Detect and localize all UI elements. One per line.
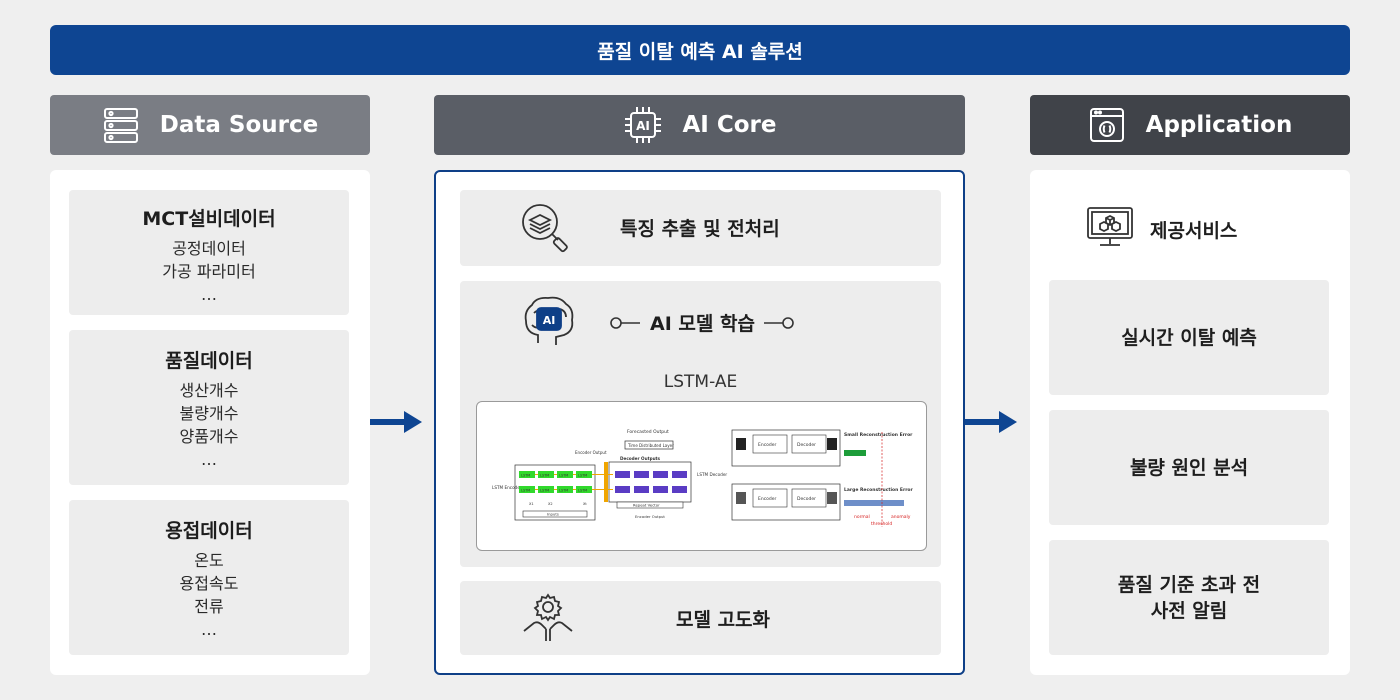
defect-analysis-box: 불량 원인 분석 (1049, 410, 1329, 525)
welding-data-line: 용접속도 (179, 574, 239, 593)
welding-data-box: 용접데이터 온도 용접속도 전류 … (69, 500, 349, 655)
quality-data-line: 불량개수 (179, 404, 239, 423)
server-icon (102, 106, 140, 144)
decoder-cells (615, 471, 687, 493)
pre-alert-label-line2: 사전 알림 (1150, 599, 1228, 622)
defect-analysis-label: 불량 원인 분석 (1129, 456, 1249, 479)
lstm-decoder-text: LSTM Decoder (697, 472, 727, 477)
svg-text:LSTM: LSTM (540, 474, 549, 478)
data-source-title: Data Source (159, 112, 319, 138)
encoder-output-text: Encoder Output (575, 450, 607, 455)
quality-data-line: 생산개수 (179, 381, 239, 400)
flow-arrow-right-icon (370, 411, 422, 433)
svg-text:LSTM: LSTM (559, 474, 568, 478)
welding-data-line: 온도 (194, 551, 224, 570)
repeat-vector-text: Repeat Vector (633, 503, 660, 508)
layers-search-icon (518, 200, 574, 260)
small-error-text: Small Reconstruction Error (844, 432, 913, 438)
mct-data-line: 공정데이터 (172, 239, 246, 258)
pre-alert-label-line1: 품질 기준 초과 전 (1117, 573, 1261, 596)
normal-text: normal (854, 514, 870, 520)
ai-core-title: AI Core (682, 112, 777, 138)
data-source-header: Data Source (50, 95, 370, 155)
quality-data-line: 양품개수 (179, 427, 239, 446)
time-distributed-text: Time Distributed Layer (627, 443, 674, 448)
model-advance-label: 모델 고도화 (676, 609, 771, 631)
svg-text:LSTM: LSTM (578, 474, 587, 478)
svg-text:LSTM: LSTM (559, 489, 568, 493)
svg-text:X2: X2 (548, 502, 553, 506)
model-training-label: AI 모델 학습 (650, 313, 755, 335)
brain-badge-text: AI (543, 314, 556, 327)
lstm-ae-diagram: Forecasted Output Time Distributed Layer… (476, 401, 927, 551)
flow-arrow-right-icon (965, 411, 1017, 433)
application-title: Application (1145, 112, 1293, 138)
welding-data-line: … (201, 620, 217, 639)
svg-text:Xt: Xt (583, 502, 587, 506)
decoder-outputs-text: Decoder Outputs (620, 456, 661, 461)
mct-data-line: 가공 파라미터 (162, 262, 256, 281)
solution-banner: 품질 이탈 예측 AI 솔루션 (50, 25, 1350, 75)
gear-hands-icon (520, 591, 576, 649)
model-training-box: AI AI 모델 학습 LSTM-AE Forecasted Output Ti… (460, 281, 941, 567)
large-error-text: Large Reconstruction Error (844, 487, 914, 493)
realtime-prediction-box: 실시간 이탈 예측 (1049, 280, 1329, 395)
model-advance-box: 모델 고도화 (460, 581, 941, 655)
svg-text:LSTM: LSTM (521, 489, 530, 493)
chip-badge-text: AI (636, 119, 650, 133)
ai-core-panel: 특징 추출 및 전처리 AI AI 모델 학습 LSTM-AE Forecast… (434, 170, 965, 675)
realtime-prediction-label: 실시간 이탈 예측 (1121, 326, 1257, 349)
ai-chip-icon: AI (623, 105, 663, 145)
mct-data-line: … (201, 285, 217, 304)
data-source-panel: MCT설비데이터 공정데이터 가공 파라미터 … 품질데이터 생산개수 불량개수… (50, 170, 370, 675)
svg-text:X1: X1 (529, 502, 534, 506)
encoder-output-bottom-text: Encoder Output (635, 514, 665, 519)
app-window-icon (1088, 106, 1126, 144)
svg-text:LSTM: LSTM (578, 489, 587, 493)
svg-text:LSTM: LSTM (540, 489, 549, 493)
anomaly-text: anomaly (891, 514, 911, 520)
pre-alert-box: 품질 기준 초과 전 사전 알림 (1049, 540, 1329, 655)
quality-data-title: 품질데이터 (165, 350, 253, 372)
model-name-label: LSTM-AE (663, 372, 738, 392)
mct-data-title: MCT설비데이터 (142, 208, 276, 230)
lstm-encoder-text: LSTM Encoder (492, 485, 522, 490)
encoder-cells: LSTM LSTM LSTM LSTM LSTM LSTM LSTM LSTM (519, 471, 613, 493)
application-header: Application (1030, 95, 1350, 155)
threshold-text: threshold (871, 521, 892, 527)
monitor-cubes-icon (1086, 206, 1134, 252)
feature-extraction-box: 특징 추출 및 전처리 (460, 190, 941, 266)
encoder-text: Encoder (758, 442, 777, 448)
connector-left-icon (610, 315, 640, 334)
welding-data-title: 용접데이터 (165, 520, 253, 542)
quality-data-line: … (201, 450, 217, 469)
application-panel: 제공서비스 실시간 이탈 예측 불량 원인 분석 품질 기준 초과 전 사전 알… (1030, 170, 1350, 675)
ai-brain-icon: AI (520, 293, 578, 353)
forecasted-output-text: Forecasted Output (627, 429, 669, 435)
inputs-text: Inputs (547, 512, 559, 517)
mct-data-box: MCT설비데이터 공정데이터 가공 파라미터 … (69, 190, 349, 315)
feature-extraction-label: 특징 추출 및 전처리 (620, 218, 780, 240)
svg-text:Encoder: Encoder (758, 496, 777, 502)
quality-data-box: 품질데이터 생산개수 불량개수 양품개수 … (69, 330, 349, 485)
svg-text:LSTM: LSTM (521, 474, 530, 478)
welding-data-line: 전류 (194, 597, 224, 616)
connector-right-icon (764, 315, 794, 334)
decoder-text: Decoder (797, 442, 816, 448)
ai-core-header: AI AI Core (434, 95, 965, 155)
svg-text:Decoder: Decoder (797, 496, 816, 502)
service-label: 제공서비스 (1150, 220, 1238, 242)
